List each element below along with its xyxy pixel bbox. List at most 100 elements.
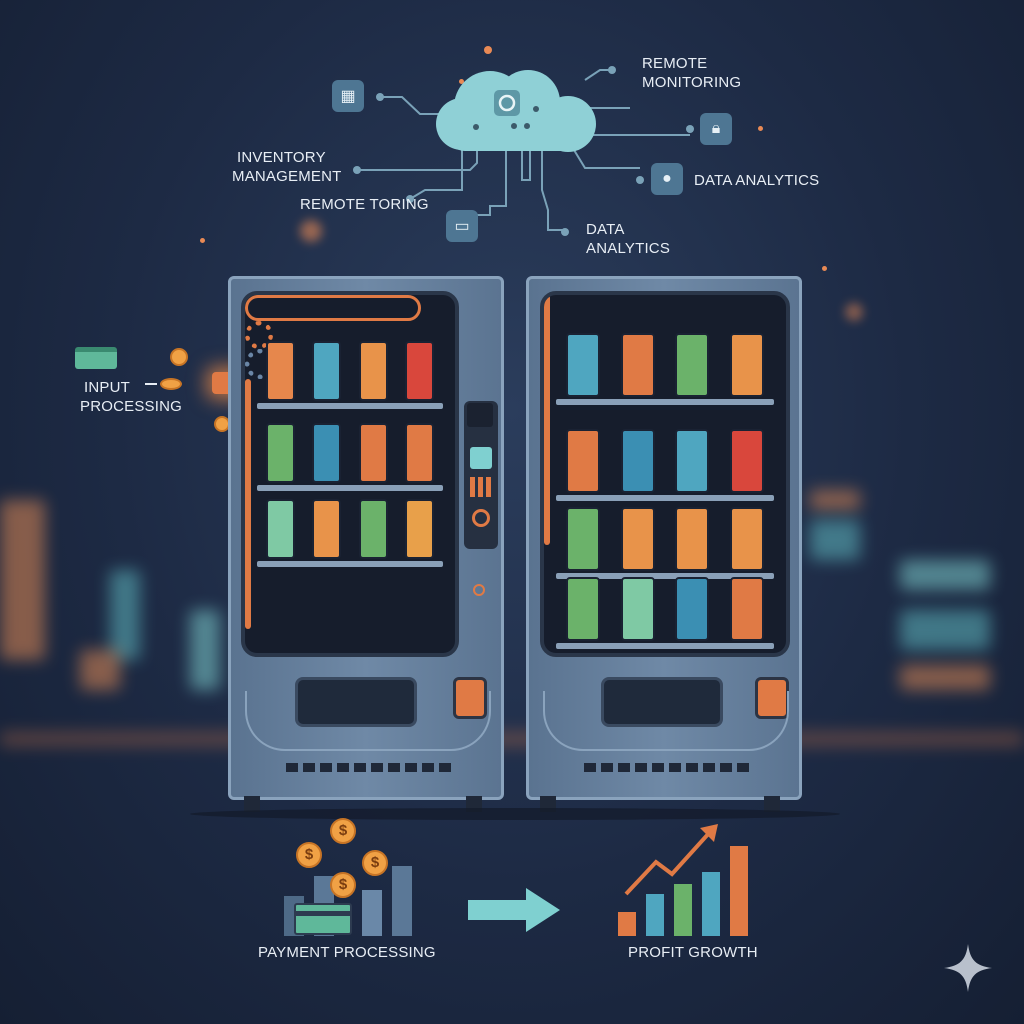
side-rail (544, 295, 550, 545)
shelf (556, 573, 774, 579)
bg-blur-building (810, 520, 860, 560)
credit-card-icon (294, 903, 352, 935)
bg-blur-building (190, 610, 220, 690)
bokeh-dot (200, 238, 205, 243)
shelf (556, 643, 774, 649)
payment-bar (362, 890, 382, 936)
machine-trim (245, 691, 491, 751)
status-light (473, 584, 485, 596)
vent-slot (337, 763, 349, 772)
machine-shadow (190, 808, 840, 820)
bg-blur-building (810, 490, 860, 510)
shelf (556, 495, 774, 501)
coin-icon: $ (330, 818, 356, 844)
product-item[interactable] (265, 423, 295, 483)
product-item[interactable] (675, 333, 710, 397)
product-item[interactable] (729, 507, 764, 571)
vent-slot (737, 763, 749, 772)
vending-machine-right (526, 276, 802, 800)
arrow-right-icon (468, 888, 560, 932)
shelf (257, 561, 443, 567)
cloud-icon (436, 70, 596, 152)
coin-icon: $ (296, 842, 322, 868)
product-item[interactable] (729, 429, 764, 493)
product-item[interactable] (358, 499, 388, 559)
lock-icon: 🔒︎ (700, 113, 732, 145)
product-item[interactable] (620, 577, 655, 641)
product-item[interactable] (312, 341, 342, 401)
product-item[interactable] (620, 507, 655, 571)
vent-slot (618, 763, 630, 772)
vent-slot (286, 763, 298, 772)
bill-slot[interactable] (467, 403, 493, 427)
product-item[interactable] (405, 423, 435, 483)
product-item[interactable] (675, 429, 710, 493)
product-item[interactable] (729, 333, 764, 397)
product-item[interactable] (405, 499, 435, 559)
coin-slot-icon[interactable] (472, 509, 490, 527)
machine-foot (764, 796, 780, 812)
vent-slot (703, 763, 715, 772)
product-item[interactable] (265, 499, 295, 559)
sparkle-icon (944, 944, 992, 992)
side-rail (245, 379, 251, 629)
shelf (257, 403, 443, 409)
bg-blur-building (80, 650, 120, 690)
product-item[interactable] (675, 507, 710, 571)
payment-bar (392, 866, 412, 936)
bokeh-dot (822, 266, 827, 271)
dispense-slot-left[interactable] (295, 677, 417, 727)
vent-slot (720, 763, 732, 772)
product-item[interactable] (620, 429, 655, 493)
bokeh-dot (758, 126, 763, 131)
product-item[interactable] (566, 507, 601, 571)
vending-machine-left (228, 276, 504, 800)
product-item[interactable] (620, 333, 655, 397)
keypad-buttons[interactable] (470, 477, 492, 497)
credit-card-icon (75, 347, 117, 369)
keypad-screen-icon: ▦ (332, 80, 364, 112)
vent-slot (320, 763, 332, 772)
dispense-slot-right[interactable] (601, 677, 723, 727)
machine-foot (244, 796, 260, 812)
vent-slot (652, 763, 664, 772)
vent-slot (303, 763, 315, 772)
label-payment-processing: PAYMENT PROCESSING (258, 944, 436, 961)
product-item[interactable] (312, 423, 342, 483)
gear-icon (245, 321, 273, 349)
product-item[interactable] (358, 423, 388, 483)
vent-slot (371, 763, 383, 772)
user-icon: ● (651, 163, 683, 195)
vent-slot (686, 763, 698, 772)
product-item[interactable] (358, 341, 388, 401)
bokeh-dot (845, 303, 863, 321)
vent-slot (354, 763, 366, 772)
label-data-analytics-right: DATA ANALYTICS (694, 172, 820, 189)
machine-window-right (540, 291, 790, 657)
profit-bars (618, 840, 758, 936)
vent-slot (422, 763, 434, 772)
product-item[interactable] (729, 577, 764, 641)
shelf (257, 485, 443, 491)
coin-icon (160, 378, 182, 390)
product-item[interactable] (566, 577, 601, 641)
profit-bar (702, 872, 720, 936)
bg-blur-building (900, 665, 990, 690)
product-item[interactable] (265, 341, 295, 401)
product-item[interactable] (312, 499, 342, 559)
label-remote-toring: REMOTE TORING (300, 196, 429, 213)
monitor-icon: ▭ (446, 210, 478, 242)
product-item[interactable] (566, 333, 601, 397)
product-item[interactable] (405, 341, 435, 401)
product-item[interactable] (675, 577, 710, 641)
coin-icon (170, 348, 188, 366)
bg-blur-building (110, 570, 140, 660)
vent-slot (439, 763, 451, 772)
machine-trim (543, 691, 789, 751)
product-item[interactable] (566, 429, 601, 493)
